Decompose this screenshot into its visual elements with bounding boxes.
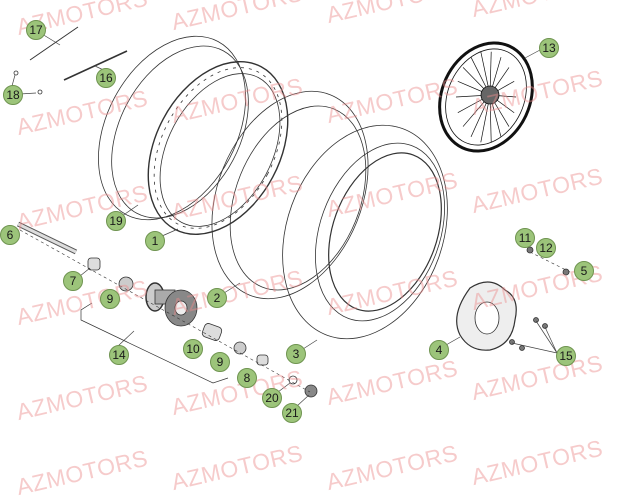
tire [282,124,448,340]
rim [147,61,289,235]
callout-spacer[interactable]: 8 [237,368,257,388]
callout-washer[interactable]: 12 [536,238,556,258]
spoke-16 [63,50,128,81]
brake-disc [456,281,517,351]
spacer-7 [87,257,101,271]
bolts [509,246,570,351]
callout-complete-wheel[interactable]: 13 [539,38,559,58]
callout-disc-bolt[interactable]: 5 [574,261,594,281]
callout-washer[interactable]: 20 [262,388,282,408]
spacer-10 [201,323,223,341]
callout-rim[interactable]: 1 [145,231,165,251]
spoke-nipple [13,70,19,76]
callout-inner-tube[interactable]: 2 [207,288,227,308]
spoke-17 [29,26,79,61]
axle-assembly-line [19,229,311,393]
bearing-9b [233,341,247,355]
spoke-nipple [37,89,43,95]
spacer-8 [256,354,269,366]
leader-lines [11,33,558,407]
callout-hub-assembly[interactable]: 14 [109,345,129,365]
nut-21 [304,384,318,398]
callout-spoke-long[interactable]: 17 [26,20,46,40]
callout-tire[interactable]: 3 [286,344,306,364]
rim-tape [98,35,249,221]
callout-bolt[interactable]: 11 [515,228,535,248]
callout-spoke[interactable]: 16 [96,68,116,88]
callout-spoke-nipple[interactable]: 18 [3,85,23,105]
callout-rim-tape[interactable]: 19 [106,211,126,231]
complete-wheel [438,41,534,153]
inner-tube [211,90,369,300]
callout-spacer[interactable]: 7 [63,271,83,291]
callout-bearing[interactable]: 9 [100,289,120,309]
axle [16,221,78,255]
callout-bearing[interactable]: 9 [210,352,230,372]
hub-bracket [80,302,229,384]
callout-brake-disc[interactable]: 4 [429,340,449,360]
callout-axle-nut[interactable]: 21 [282,403,302,423]
bearing-9 [118,276,134,292]
callout-axle[interactable]: 6 [0,225,20,245]
callout-bearing-spacer[interactable]: 10 [183,339,203,359]
callout-disc-bolts[interactable]: 15 [556,346,576,366]
hub [145,282,198,327]
bolt-assembly-line [529,251,571,273]
